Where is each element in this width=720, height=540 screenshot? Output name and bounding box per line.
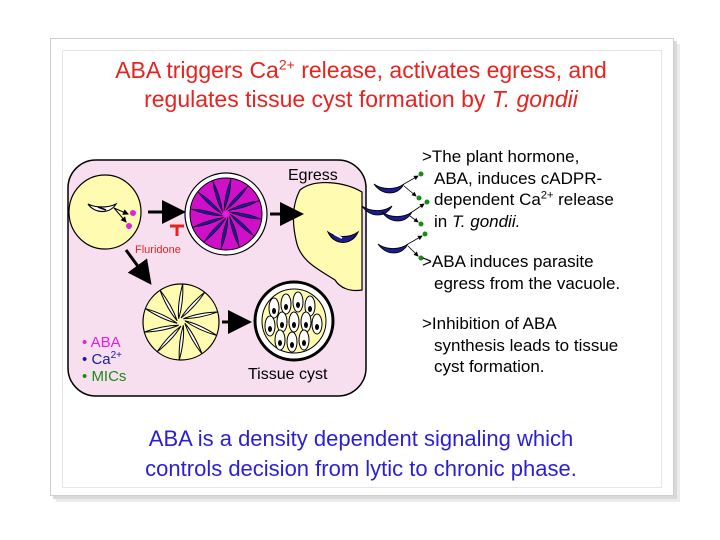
bullet-aba-calcium: >The plant hormone, ABA, induces cADPR- … (422, 147, 614, 231)
egressing-parasites (361, 183, 413, 254)
egress-host-cell (292, 182, 363, 292)
egress-label: Egress (288, 167, 338, 184)
bullet-list: >The plant hormone, ABA, induces cADPR- … (422, 146, 662, 397)
bullet-aba-egress: >ABA induces parasite egress from the va… (422, 252, 621, 293)
conclusion-text: ABA is a density dependent signaling whi… (145, 426, 577, 481)
rosette-vacuole (142, 283, 220, 361)
legend-item-calcium: • Ca2+ (82, 350, 123, 369)
diagram-legend: • ABA • Ca2+ • MICs (82, 334, 126, 385)
legend-item-mics: • MICs (82, 368, 127, 385)
slide-title: ABA triggers Ca2+ release, activates egr… (115, 56, 607, 112)
bullet-inhibition: >Inhibition of ABA synthesis leads to ti… (422, 314, 619, 376)
tissue-cyst-label: Tissue cyst (248, 366, 328, 383)
fluridone-label: Fluridone (135, 244, 181, 256)
legend-item-aba: • ABA (82, 334, 121, 351)
infected-cell (68, 174, 142, 250)
